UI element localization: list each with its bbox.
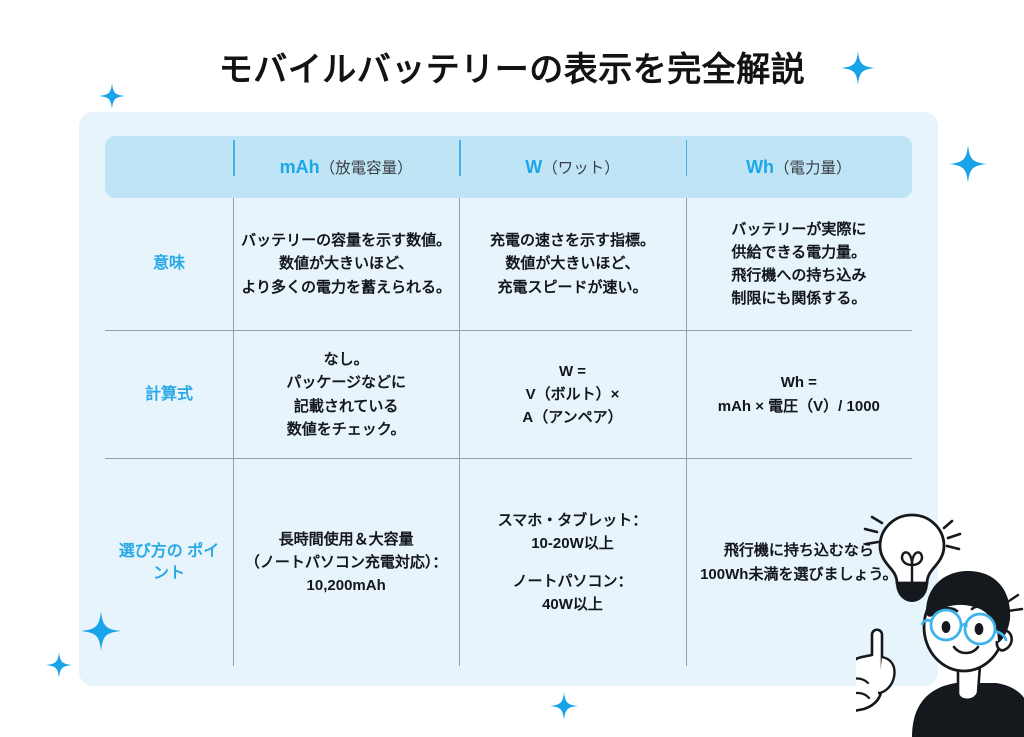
text-line: 飛行機への持ち込み (731, 267, 867, 284)
text-line: mAh × 電圧（V）/ 1000 (717, 397, 880, 415)
lightbulb-base (896, 583, 928, 602)
text-line: 10-20W以上 (531, 535, 614, 553)
row-label-formula: 計算式 (144, 385, 193, 403)
text-line: 充電スピードが速い。 (497, 278, 648, 296)
text-line: （ノートパソコン充電対応）： (244, 553, 448, 571)
header-unit-w: W (525, 156, 543, 177)
text-line: 充電の速さを示す指標。 (489, 232, 655, 250)
text-line: パッケージなどに (286, 374, 407, 392)
text-line: 飛行機に持ち込むなら (723, 542, 874, 560)
cell-choose-mah: 長時間使用＆大容量 （ノートパソコン充電対応）： 10,200mAh (233, 459, 459, 666)
table-row: 計算式 なし。 パッケージなどに 記載されている 数値をチェック。 W = V（… (105, 331, 912, 459)
text-line: 制限にも関係する。 (731, 290, 867, 308)
pointing-hand-icon (856, 628, 896, 712)
text-line: 40W以上 (542, 595, 603, 613)
lightbulb-filament (900, 551, 924, 585)
text-line: バッテリーが実際に (731, 220, 867, 238)
eye-left (941, 621, 951, 633)
page-title: モバイルバッテリーの表示を完全解説 (218, 51, 806, 89)
person-body (912, 683, 1024, 737)
cell-formula-wh: Wh = mAh × 電圧（V）/ 1000 (685, 331, 912, 458)
table-row: 選び方の ポイント 長時間使用＆大容量 （ノートパソコン充電対応）： 10,20… (105, 459, 912, 666)
text-line: より多くの電力を蓄えられる。 (241, 278, 452, 296)
table-row: 意味 バッテリーの容量を示す数値。 数値が大きいほど、 より多くの電力を蓄えられ… (105, 198, 912, 331)
text-line: 選び方の (118, 542, 183, 560)
comparison-table: mAh（放電容量） W（ワット） Wh（電力量） 意味 バッテリーの容量を示す数… (105, 136, 912, 666)
text-line: バッテリーの容量を示す数値。 (241, 232, 452, 250)
text-line: 数値が大きいほど、 (279, 255, 414, 273)
spacer (498, 556, 648, 570)
cell-formula-mah: なし。 パッケージなどに 記載されている 数値をチェック。 (233, 331, 459, 458)
person-mouth (952, 645, 980, 655)
text-line: A（アンペア） (522, 409, 623, 427)
text-line: Wh = (780, 374, 817, 392)
text-line: W = (558, 362, 587, 380)
cell-choose-wh: 飛行機に持ち込むなら 100Wh未満を選びましょう。 (685, 459, 912, 666)
header-paren-mah: （放電容量） (319, 159, 413, 177)
cell-meaning-mah: バッテリーの容量を示す数値。 数値が大きいほど、 より多くの電力を蓄えられる。 (233, 198, 459, 330)
text-line: 数値をチェック。 (286, 420, 406, 438)
table-header-row: mAh（放電容量） W（ワット） Wh（電力量） (105, 136, 912, 198)
text-line: 数値が大きいほど、 (505, 255, 640, 273)
cell-meaning-w: 充電の速さを示す指標。 数値が大きいほど、 充電スピードが速い。 (459, 198, 685, 330)
text-line: ポイント (152, 542, 220, 582)
round-glasses (920, 608, 1008, 646)
text-line: V（ボルト）× (525, 385, 620, 403)
lightbulb-rays (863, 515, 962, 551)
hair-strands (1004, 593, 1024, 613)
header-unit-mah: mAh (279, 156, 320, 177)
comparison-card: mAh（放電容量） W（ワット） Wh（電力量） 意味 バッテリーの容量を示す数… (79, 112, 938, 686)
text-line: 10,200mAh (306, 577, 386, 595)
person-with-lightbulb-illustration (856, 507, 1024, 737)
cell-formula-w: W = V（ボルト）× A（アンペア） (459, 331, 685, 458)
sparkle-bottom-left-large-icon (81, 611, 121, 651)
eye-right (974, 623, 984, 635)
cell-choose-w: スマホ・タブレット： 10-20W以上 ノートパソコン： 40W以上 (459, 459, 685, 666)
sparkle-top-right-icon (841, 51, 875, 85)
sparkle-bottom-left-small-icon (46, 652, 72, 678)
text-line: 記載されている (293, 397, 399, 415)
text-line: ノートパソコン： (512, 572, 633, 590)
eyebrow-right (970, 604, 993, 613)
cell-meaning-wh: バッテリーが実際に 供給できる電力量。 飛行機への持ち込み 制限にも関係する。 (685, 198, 912, 330)
sparkle-top-left-icon (99, 83, 125, 109)
text-line: なし。 (323, 351, 369, 368)
person-neck (956, 663, 982, 702)
table-header-w: W（ワット） (459, 140, 685, 177)
text-line: 長時間使用＆大容量 (278, 530, 414, 548)
table-header-mah: mAh（放電容量） (233, 140, 459, 177)
header-paren-w: （ワット） (542, 159, 620, 177)
text-line: 供給できる電力量。 (731, 243, 867, 261)
sparkle-bottom-center-icon (550, 692, 578, 720)
header-paren-wh: （電力量） (774, 159, 852, 177)
header-unit-wh: Wh (746, 156, 775, 177)
text-line: 100Wh未満を選びましょう。 (700, 565, 898, 583)
sparkle-right-icon (949, 145, 987, 183)
row-label-how-to-choose: 選び方の ポイント (105, 459, 233, 666)
table-body: 意味 バッテリーの容量を示す数値。 数値が大きいほど、 より多くの電力を蓄えられ… (105, 198, 912, 666)
text-line: スマホ・タブレット： (497, 512, 648, 529)
person-hair (926, 571, 1011, 643)
row-label-meaning: 意味 (152, 255, 185, 273)
table-header-wh: Wh（電力量） (685, 140, 912, 177)
